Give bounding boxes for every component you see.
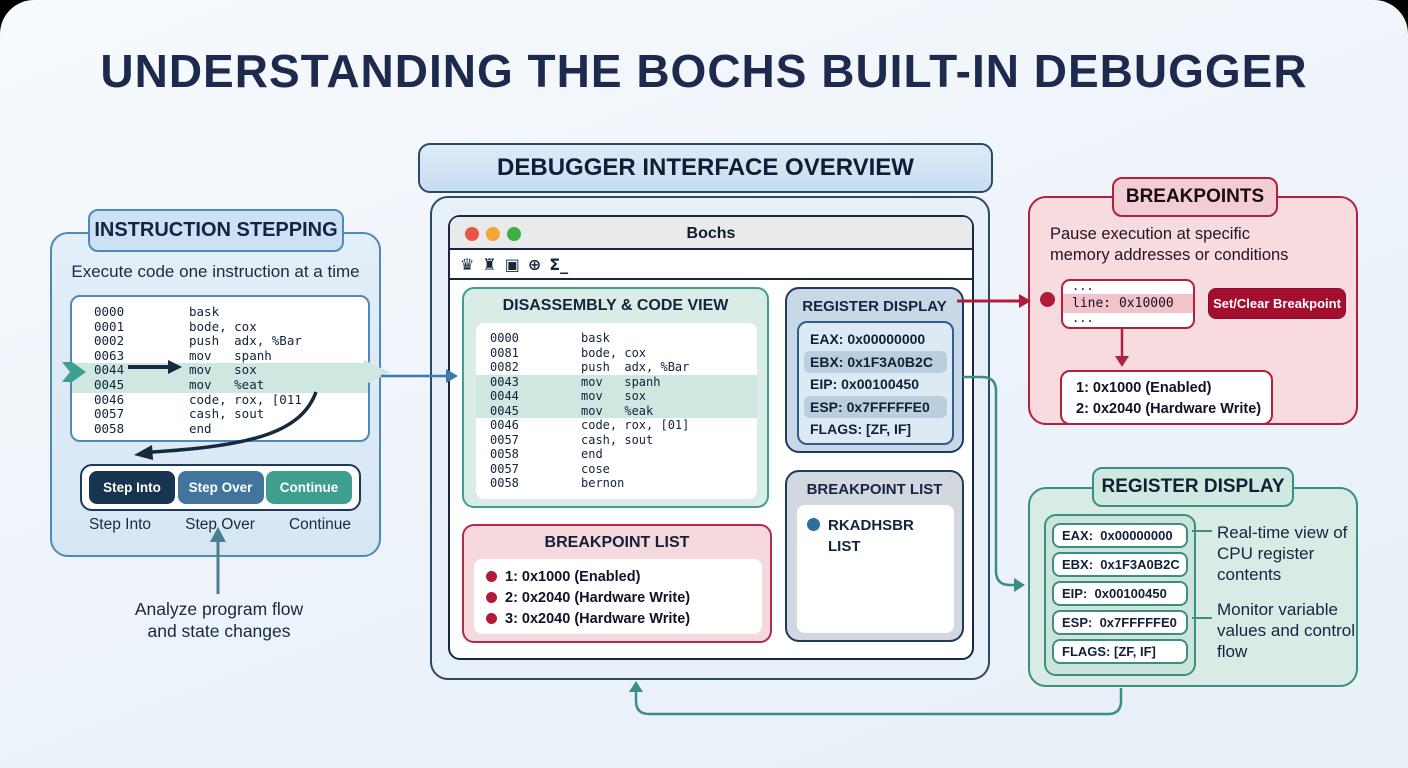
breakpoint-item: 1: 0x1000 (Enabled): [486, 566, 762, 587]
window-toolbar: ♛ ♜ ▣ ⊕ Σ_: [450, 250, 972, 280]
set-clear-breakpoint-button[interactable]: Set/Clear Breakpoint: [1208, 288, 1346, 319]
page-title: UNDERSTANDING THE BOCHS BUILT-IN DEBUGGE…: [100, 45, 1308, 97]
register-row: EAX: 0x00000000: [810, 331, 926, 347]
register-row: ESP: 0x7FFFFFE0: [804, 395, 947, 419]
register-pill: FLAGS: [ZF, IF]: [1052, 639, 1188, 664]
stepping-button-tray: Step Into Step Over Continue: [80, 464, 361, 511]
traffic-lights: [465, 227, 521, 241]
minimize-button[interactable]: [486, 227, 500, 241]
figure-icon[interactable]: ♛: [460, 254, 475, 274]
register-rows: EAX: 0x00000000 EBX: 0x1F3A0B2C EIP: 0x0…: [797, 321, 954, 445]
code-ellipsis: ...: [1072, 279, 1094, 293]
breakpoint-item: 3: 0x2040 (Hardware Write): [486, 608, 762, 629]
register-pill: EAX: 0x00000000: [1052, 523, 1188, 548]
breakpoint-dot-icon: [807, 518, 820, 531]
breakpoint-item: RKADHSBR LIST: [807, 515, 946, 557]
stepping-button-captions: Step Into Step Over Continue: [70, 516, 370, 534]
breakpoints-heading: BREAKPOINTS: [1112, 177, 1278, 217]
disassembly-heading: DISASSEMBLY & CODE VIEW: [502, 297, 729, 314]
register-to-overview-arrow: [634, 688, 1123, 716]
breakpoint-list-panel: BREAKPOINT LIST 1: 0x1000 (Enabled) 2: 0…: [462, 524, 772, 643]
register-pills: EAX: 0x00000000 EBX: 0x1F3A0B2C EIP: 0x0…: [1044, 514, 1196, 676]
breakpoint-code-snippet: ... line: 0x10000 ...: [1061, 279, 1195, 329]
stepping-button[interactable]: Step Into: [89, 471, 175, 504]
terminal-icon[interactable]: Σ_: [549, 254, 569, 274]
breakpoint-dot-icon: [486, 613, 497, 624]
breakpoint-dot-icon: [1040, 292, 1055, 307]
breakpoint-dot-icon: [486, 592, 497, 603]
window-titlebar: Bochs: [450, 217, 972, 250]
breakpoint-entry: 1: 0x1000 (Enabled): [1076, 380, 1212, 396]
stepping-button[interactable]: Continue: [266, 471, 352, 504]
register-display-panel-right: EAX: 0x00000000 EBX: 0x1F3A0B2C EIP: 0x0…: [1028, 487, 1358, 687]
zoom-button[interactable]: [507, 227, 521, 241]
register-display-right-heading: REGISTER DISPLAY: [1092, 467, 1294, 507]
register-pill: EBX: 0x1F3A0B2C: [1052, 552, 1188, 577]
register-display-heading: REGISTER DISPLAY: [802, 298, 947, 315]
register-annotation-2: Monitor variable values and control flow: [1217, 600, 1355, 661]
register-row: EIP: 0x00100450: [810, 376, 919, 393]
button-caption: Step Into: [88, 516, 152, 533]
register-row: FLAGS: [ZF, IF]: [810, 421, 912, 438]
code-ellipsis: ...: [1072, 311, 1094, 325]
instruction-stepping-heading: INSTRUCTION STEPPING: [88, 209, 344, 252]
chip-icon[interactable]: ♜: [482, 254, 497, 274]
breakpoint-list-2-heading: BREAKPOINT LIST: [806, 481, 943, 498]
register-pill: ESP: 0x7FFFFFE0: [1052, 610, 1188, 635]
breakpoint-item: 2: 0x2040 (Hardware Write): [486, 587, 762, 608]
register-display-panel-center: REGISTER DISPLAY EAX: 0x00000000 EBX: 0x…: [785, 287, 964, 453]
breakpoint-items: 1: 0x1000 (Enabled) 2: 0x2040 (Hardware …: [474, 559, 762, 634]
instruction-stepping-subtitle: Execute code one instruction at a time: [71, 262, 360, 281]
button-caption: Continue: [288, 516, 352, 533]
register-pill: EIP: 0x00100450: [1052, 581, 1188, 606]
window-title: Bochs: [686, 225, 736, 242]
breakpoints-description: Pause execution at specific memory addre…: [1050, 225, 1289, 264]
register-row: EBX: 0x1F3A0B2C: [804, 350, 947, 374]
breakpoint-dot-icon: [486, 571, 497, 582]
breakpoint-list-panel-2: BREAKPOINT LIST RKADHSBR LIST: [785, 470, 964, 642]
button-caption: Step Over: [185, 516, 255, 533]
stepping-button[interactable]: Step Over: [177, 471, 264, 504]
close-button[interactable]: [465, 227, 479, 241]
breakpoint-items-2: RKADHSBR LIST: [797, 505, 954, 633]
debugger-overview-heading: DEBUGGER INTERFACE OVERVIEW: [418, 143, 993, 193]
globe-icon[interactable]: ⊕: [527, 254, 542, 274]
breakpoints-result-list: 1: 0x1000 (Enabled) 2: 0x2040 (Hardware …: [1060, 370, 1273, 425]
instruction-stepping-panel: Execute code one instruction at a time 0…: [50, 232, 381, 557]
bochs-window: Bochs ♛ ♜ ▣ ⊕ Σ_ DISASSEMBLY & CODE VIEW…: [448, 215, 974, 660]
flow-note: Analyze program flow and state changes: [134, 599, 304, 641]
breakpoint-entry: 2: 0x2040 (Hardware Write): [1076, 401, 1262, 417]
sparkle-square-icon[interactable]: ▣: [504, 254, 520, 274]
breakpoints-panel: Pause execution at specific memory addre…: [1028, 196, 1358, 425]
breakpoint-list-heading: BREAKPOINT LIST: [544, 534, 690, 551]
register-annotation-1: Real-time view of CPU register contents: [1217, 523, 1348, 584]
breakpoint-line[interactable]: line: 0x10000: [1063, 294, 1193, 313]
